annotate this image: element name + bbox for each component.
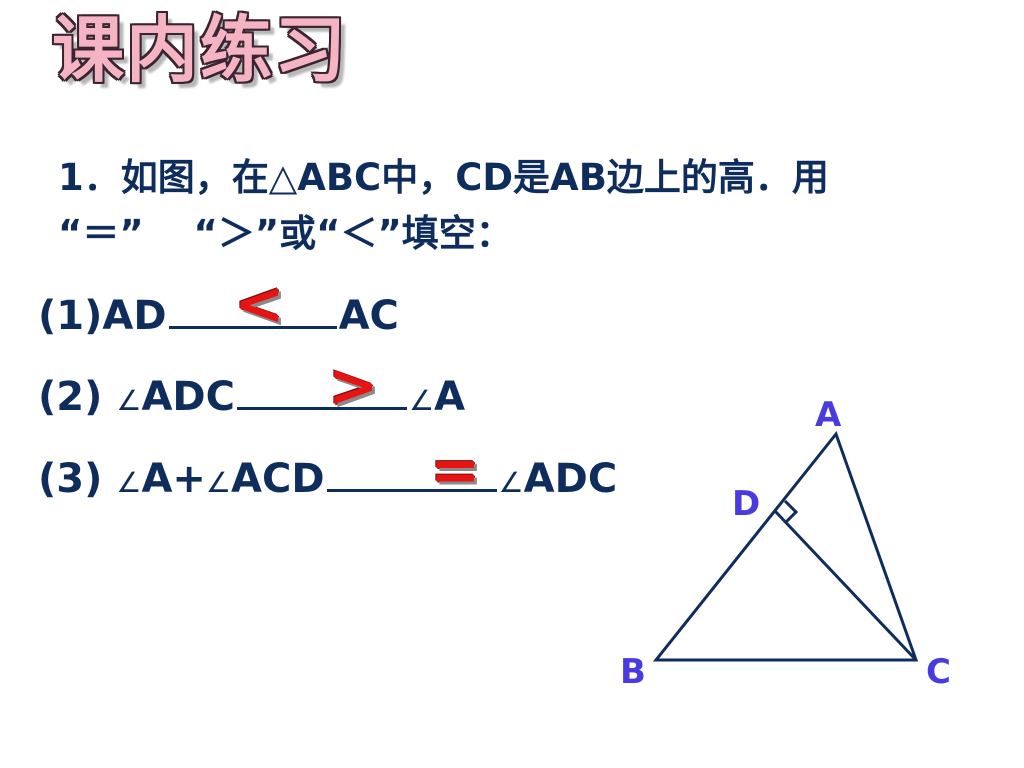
right-angle-mark [783,499,799,524]
item-2-suffix: A [434,374,466,420]
vertex-label-c: C [926,652,951,692]
triangle-abc [652,430,919,662]
question-line-1: 1．如图，在△ABC中，CD是AB边上的高．用 [58,156,829,199]
item-3: (3) ∠A+∠ACD∠ADC [38,451,617,499]
item-2-blank[interactable] [236,369,407,410]
item-3-mid2: ACD [231,456,325,502]
triangle-figure [652,430,919,662]
angle-symbol: ∠ [116,384,142,417]
slide-title: 课内练习 [52,8,349,92]
item-3-answer: = [430,435,481,505]
item-3-blank[interactable] [326,451,497,492]
item-2-prefix: (2) [38,374,117,420]
angle-symbol: ∠ [498,466,524,499]
angle-symbol: ∠ [116,466,142,499]
angle-symbol: ∠ [205,466,232,499]
vertex-label-d: D [732,484,761,524]
question-line-2: “＝” “＞”或“＜”填空： [58,212,513,255]
altitude-cd [773,509,918,662]
item-1-blank[interactable] [168,288,337,329]
item-2-answer: > [328,351,379,421]
item-1-prefix: (1)AD [38,293,167,339]
item-3-mid1: A+ [141,456,206,502]
vertex-label-a: A [815,395,842,435]
item-1-answer: < [234,269,285,339]
item-1: (1)AD AC [38,288,399,336]
question-text: 1．如图，在△ABC中，CD是AB边上的高．用 “＝” “＞”或“＜”填空： [58,150,1008,262]
vertex-label-b: B [620,652,646,692]
item-3-prefix: (3) [38,456,117,502]
angle-symbol: ∠ [408,384,435,417]
item-2: (2) ∠ADC∠A [38,369,465,417]
item-2-mid: ADC [141,374,235,420]
item-3-suffix: ADC [523,456,618,502]
item-1-suffix: AC [338,293,399,339]
